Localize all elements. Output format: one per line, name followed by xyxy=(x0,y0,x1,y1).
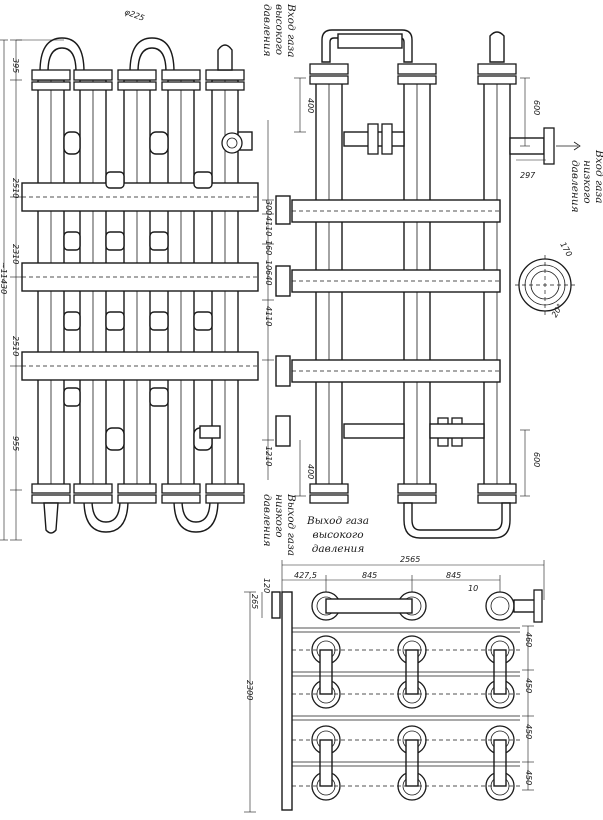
inlet-high-pressure-label: Вход газа высокого давления xyxy=(261,3,297,58)
dim-955: 955 xyxy=(11,436,20,451)
dim-2510-top: 2510 xyxy=(11,178,20,198)
svg-text:давления: давления xyxy=(261,494,273,547)
dim-400-bottom: 400 xyxy=(306,464,315,479)
dim-600-bottom: 600 xyxy=(532,452,541,467)
dim-460: 460 xyxy=(524,632,533,647)
plan-view xyxy=(244,560,545,813)
dim-395: 395 xyxy=(11,58,20,73)
dim-845-left: 845 xyxy=(362,571,377,580)
svg-text:давления: давления xyxy=(261,4,273,57)
dim-11430: ~11430 xyxy=(0,262,8,294)
dim-160: 160 xyxy=(264,240,273,255)
svg-text:Выход газа: Выход газа xyxy=(306,515,369,527)
right-elevation-view xyxy=(275,29,581,539)
dim-4110-bottom: 4110 xyxy=(264,306,273,326)
dim-400-top: 400 xyxy=(306,98,315,113)
middle-dimension-column xyxy=(262,120,274,480)
dim-265: 265 xyxy=(250,594,259,609)
svg-text:высокого: высокого xyxy=(273,4,285,55)
outlet-high-pressure-label: Выход газа высокого давления xyxy=(306,515,369,555)
dim-1210: 1210 xyxy=(264,446,273,466)
dim-600-top: 600 xyxy=(532,100,541,115)
dim-450-a: 450 xyxy=(524,678,533,693)
dim-297: 297 xyxy=(520,171,536,180)
dim-427-5: 427,5 xyxy=(294,571,317,580)
dim-450-c: 450 xyxy=(524,770,533,785)
svg-text:давления: давления xyxy=(569,160,581,213)
dim-300: 300 xyxy=(264,200,273,215)
dim-4110-top: 4110 xyxy=(264,216,273,236)
dim-2300: 2300 xyxy=(245,680,254,700)
inlet-low-pressure-label: Вход газа низкого давления xyxy=(569,149,603,213)
dim-120: 120 xyxy=(262,578,271,593)
dim-2510-bottom: 2510 xyxy=(11,336,20,356)
svg-text:низкого: низкого xyxy=(273,494,285,538)
dim-170: 170 xyxy=(558,241,573,259)
svg-text:Выход газа: Выход газа xyxy=(285,493,297,556)
left-elevation-view xyxy=(0,37,259,541)
svg-text:высокого: высокого xyxy=(312,529,363,541)
svg-text:Вход газа: Вход газа xyxy=(285,3,297,58)
svg-text:низкого: низкого xyxy=(581,160,593,204)
dim-10640: 10640 xyxy=(264,260,273,285)
dim-2565: 2565 xyxy=(400,555,420,564)
outlet-low-pressure-label: Выход газа низкого давления xyxy=(261,493,297,556)
dim-450-b: 450 xyxy=(524,724,533,739)
svg-text:Вход газа: Вход газа xyxy=(593,149,603,204)
dim-845-right: 845 xyxy=(446,571,461,580)
svg-text:давления: давления xyxy=(312,543,365,555)
dim-phi225: φ225 xyxy=(123,7,145,22)
dim-2310: 2310 xyxy=(11,244,20,264)
dim-10: 10 xyxy=(468,584,478,593)
